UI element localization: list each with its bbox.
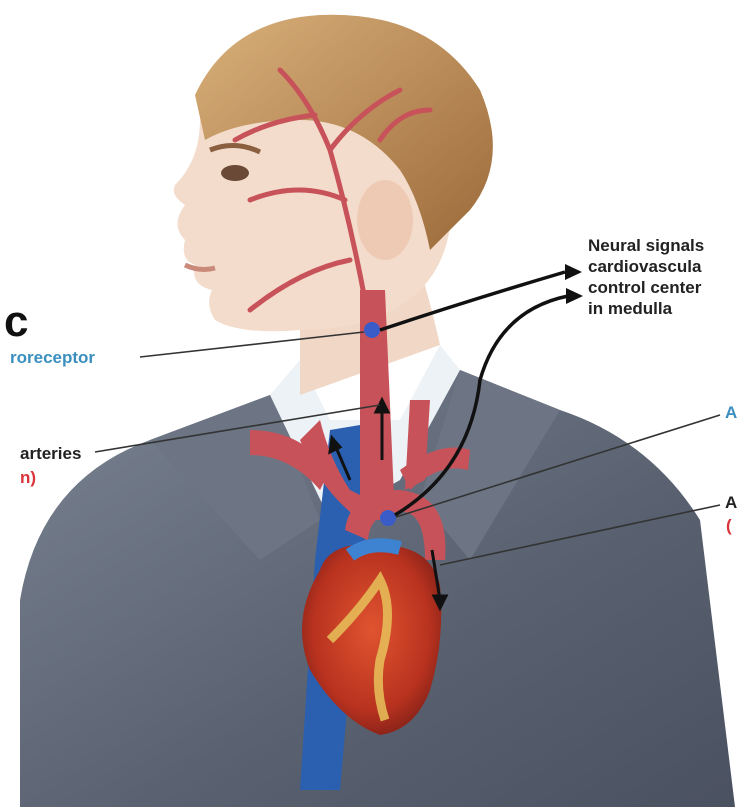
label-neural-signals: Neural signals cardiovascula control cen… xyxy=(588,235,704,319)
aortic-baroreceptor-dot xyxy=(380,510,396,526)
signal-arrowhead-2 xyxy=(566,288,583,304)
label-neural-line-2: cardiovascula xyxy=(588,256,704,277)
label-neural-line-1: Neural signals xyxy=(588,235,704,256)
label-arteries: arteries xyxy=(20,443,81,464)
label-baroreceptor: roreceptor xyxy=(10,347,95,368)
eye xyxy=(221,165,249,181)
label-neural-line-3: control center xyxy=(588,277,704,298)
signal-arrowhead-1 xyxy=(565,264,582,280)
label-right-a2: A xyxy=(725,492,737,513)
label-right-paren: ( xyxy=(726,515,732,536)
ear xyxy=(357,180,413,260)
label-edge-char: c xyxy=(4,300,28,344)
label-arteries-sub: n) xyxy=(20,467,36,488)
carotid-baroreceptor-dot xyxy=(364,322,380,338)
label-neural-line-4: in medulla xyxy=(588,298,704,319)
label-right-a1: A xyxy=(725,402,737,423)
